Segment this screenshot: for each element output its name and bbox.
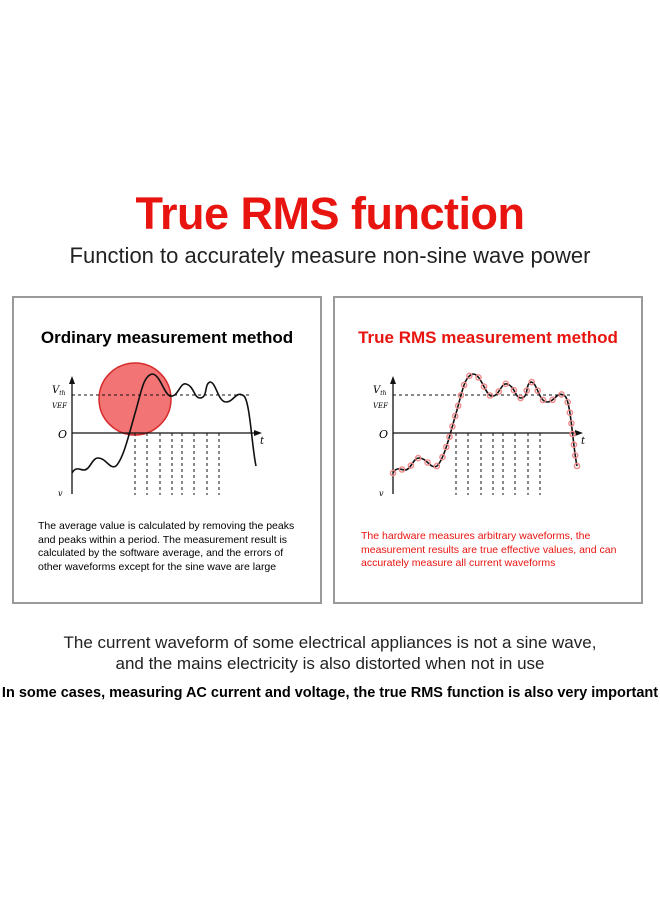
sample-dot [528,378,535,386]
sample-dot [558,391,565,398]
sample-dot [523,387,531,394]
waveform-curve [392,373,578,474]
v-th-label: Vth [373,385,387,397]
t-label: t [260,436,265,447]
v-axis-arrow [69,376,75,384]
sample-dot [571,452,579,459]
sample-dot [424,459,431,466]
ordinary-method-description: The average value is calculated by remov… [38,520,295,573]
sample-dot [414,454,422,462]
sample-dot [573,462,581,470]
page-subtitle: Function to accurately measure non-sine … [69,243,591,268]
sample-dot [517,394,524,402]
sample-dot [475,374,482,381]
sample-dot [566,409,574,416]
sample-dot [454,402,462,409]
ordinary-method-title: Ordinary measurement method [40,328,294,347]
sample-dot [570,441,578,448]
sample-dot [486,392,494,399]
ordinary-method-panel: Ordinary measurement method Vth VEF O t … [12,296,322,604]
sample-dot [439,453,446,461]
footer-line-1: The current waveform of some electrical … [63,633,597,652]
footer-emphasis: In some cases, measuring AC current and … [1,685,659,701]
true-rms-panel: True RMS measurement method Vth VEF O t … [333,296,643,604]
sample-dot [569,430,576,438]
v-bottom-label: v [58,489,63,498]
sample-dot [457,392,465,399]
footer-note: The current waveform of some electrical … [0,632,660,674]
footer-line-2: and the mains electricity is also distor… [115,654,545,673]
vertical-dashed-lines [134,433,220,495]
sample-dot [451,412,459,420]
highlight-circle [98,362,172,436]
sample-dot [446,433,453,441]
t-axis-arrow [254,430,262,436]
v-bottom-label: v [379,489,384,498]
sample-dot [510,386,518,394]
sample-dot [564,398,571,406]
page-title: True RMS function [135,188,526,239]
sample-dot [443,443,450,451]
vertical-dashed-lines [455,433,541,495]
v-axis-arrow [390,376,396,384]
sample-dot [433,462,441,470]
sample-dot [460,381,468,389]
sample-dot [449,423,456,430]
waveform-curve [71,373,257,474]
t-label: t [581,436,586,447]
sample-dot [539,396,547,404]
sample-dot [534,387,541,394]
sample-dot [480,383,488,390]
v-th-label: Vth [52,385,66,397]
sample-dot [502,380,510,388]
sample-dot [389,469,397,477]
sample-dot [549,396,556,404]
vef-label: VEF [373,402,389,410]
ordinary-waveform-diagram: Vth VEF O t v [52,362,265,498]
origin-label: O [379,428,388,441]
sample-dot [568,420,575,427]
sample-dots [389,372,581,477]
vef-label: VEF [52,402,68,410]
sample-dot [398,466,406,473]
true-rms-title: True RMS measurement method [358,328,618,347]
sample-dot [407,462,415,469]
sample-dot [466,372,473,380]
origin-label: O [58,428,67,441]
true-rms-description: The hardware measures arbitrary waveform… [361,530,617,569]
sample-dot [495,388,502,395]
true-rms-waveform-diagram: Vth VEF O t v [373,372,586,498]
t-axis-arrow [575,430,583,436]
